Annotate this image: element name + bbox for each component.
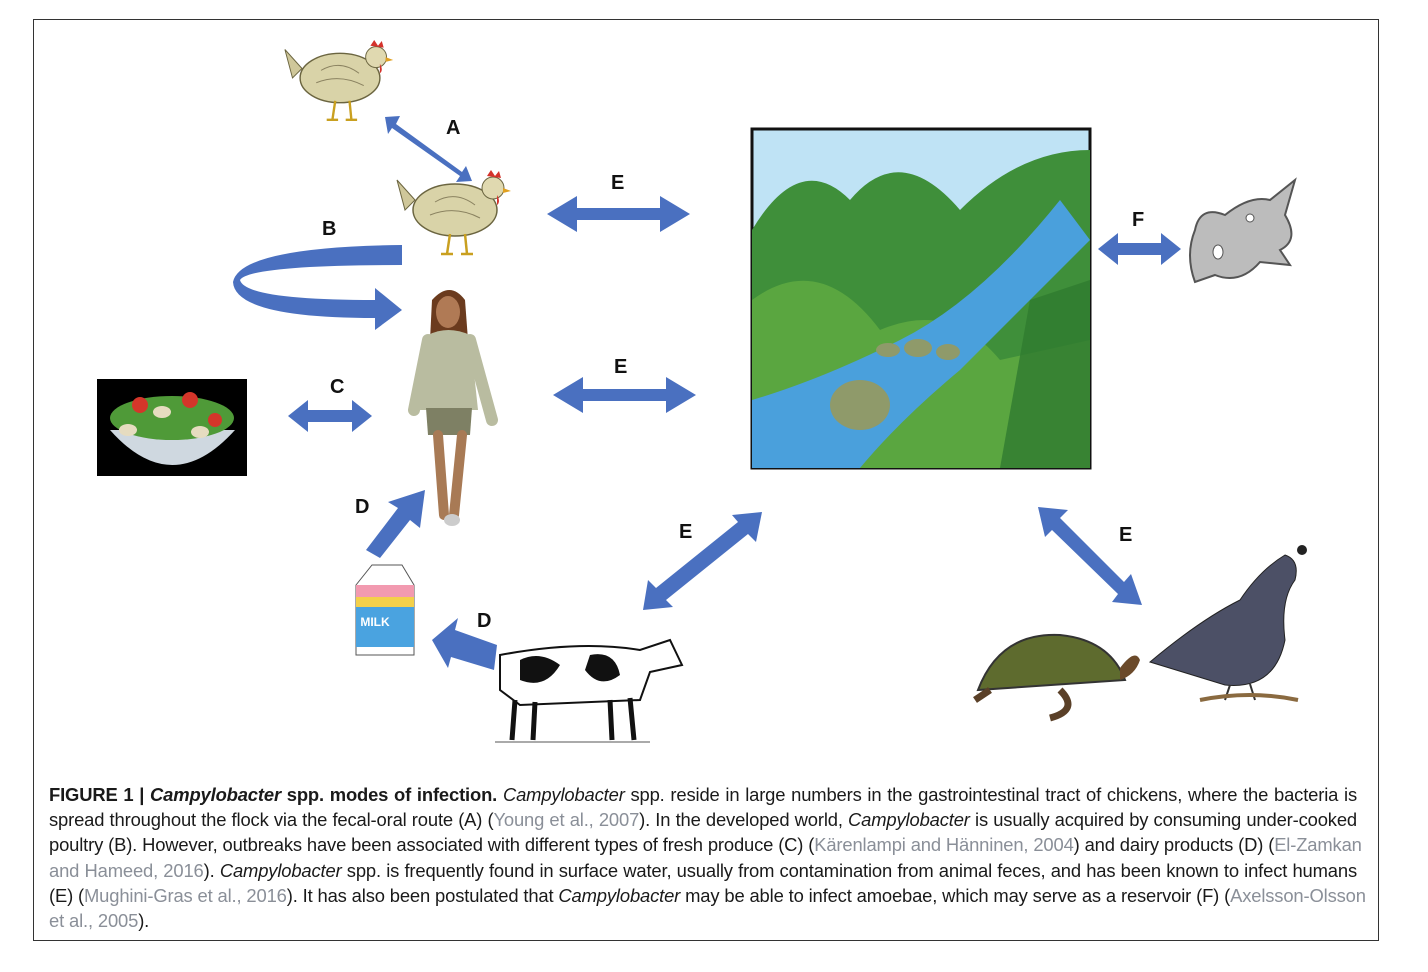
caption-text: ). It has also been postulated that (286, 884, 559, 906)
label-b: B (322, 218, 336, 240)
caption-text: Campylobacter (150, 784, 281, 805)
citation-link[interactable]: El-Zamkan (1274, 834, 1362, 856)
label-f: F (1132, 209, 1144, 231)
caption-line: FIGURE 1 | Campylobacter spp. modes of i… (49, 782, 1357, 807)
label-d-cow: D (477, 610, 491, 632)
caption-line: and Hameed, 2016). Campylobacter spp. is… (49, 858, 1357, 883)
caption-text: spp. modes of infection. (280, 784, 498, 805)
turtle-illustration (973, 633, 1140, 722)
arrow-f (1098, 233, 1181, 265)
caption-text: Campylobacter (558, 884, 681, 906)
caption-text: ) and dairy products (D) ( (1073, 834, 1275, 856)
caption-text: Campylobacter (219, 859, 342, 881)
arrow-e4 (1038, 507, 1142, 605)
label-e-human: E (614, 356, 627, 378)
arrow-e3 (643, 512, 762, 610)
arrow-d-milk (366, 490, 425, 558)
caption-text: Campylobacter (502, 784, 625, 805)
label-e-wildlife: E (1119, 524, 1132, 546)
caption-text: Campylobacter (848, 809, 970, 831)
arrow-e2 (553, 377, 696, 413)
arrow-a (385, 116, 472, 182)
arrows (233, 116, 1181, 670)
caption-text: ). (203, 859, 220, 881)
arrow-d-cow (432, 618, 497, 670)
caption-text: FIGURE 1 | (49, 784, 151, 805)
chicken-illustration (395, 168, 513, 256)
chicken-top-illustration (283, 38, 395, 121)
caption-text: ). In the developed world, (639, 809, 849, 831)
caption-line: (E) (Mughini-Gras et al., 2016). It has … (49, 883, 1366, 908)
label-d-milk: D (355, 496, 369, 518)
citation-link[interactable]: Kärenlampi and Hänninen, 2004 (814, 834, 1074, 856)
label-e-chicken: E (611, 172, 624, 194)
citation-link[interactable]: Mughini-Gras et al., 2016 (84, 884, 287, 906)
arrow-e1 (547, 196, 690, 232)
quail-illustration (1148, 545, 1307, 702)
milk-label: MILK (360, 615, 390, 629)
cow-illustration (495, 638, 684, 743)
amoeba-illustration (1189, 177, 1297, 284)
caption-text: spp. is frequently found in surface wate… (341, 859, 1357, 881)
caption-text: spp. reside in large numbers in the gast… (624, 784, 1357, 805)
citation-link[interactable]: et al., 2005 (49, 910, 139, 932)
figure-caption: FIGURE 1 | Campylobacter spp. modes of i… (49, 782, 1366, 933)
caption-text: is usually acquired by consuming under-c… (969, 809, 1358, 831)
caption-line: spread throughout the flock via the feca… (49, 807, 1357, 832)
label-a: A (446, 117, 460, 139)
river-landscape-illustration (750, 127, 1092, 470)
caption-text: may be able to infect amoebae, which may… (680, 884, 1231, 906)
caption-text: ). (138, 910, 150, 932)
label-c: C (330, 376, 344, 398)
arrow-b (233, 245, 402, 330)
caption-text: poultry (B). However, outbreaks have bee… (49, 834, 815, 856)
arrow-c (288, 400, 372, 432)
figure-frame (33, 19, 1379, 941)
label-e-cow: E (679, 521, 692, 543)
caption-line: poultry (B). However, outbreaks have bee… (49, 832, 1362, 857)
salad-illustration (97, 379, 247, 476)
citation-link[interactable]: and Hameed, 2016 (49, 859, 204, 881)
citation-link[interactable]: Axelsson-Olsson (1230, 884, 1366, 906)
caption-text: spread throughout the flock via the feca… (49, 809, 494, 831)
caption-line: et al., 2005). (49, 908, 1357, 933)
caption-text: (E) ( (49, 884, 84, 906)
woman-illustration (408, 290, 498, 526)
citation-link[interactable]: Young et al., 2007 (493, 809, 640, 831)
milk-carton-illustration: MILK (355, 564, 415, 656)
infection-diagram: MILK (97, 38, 1307, 743)
